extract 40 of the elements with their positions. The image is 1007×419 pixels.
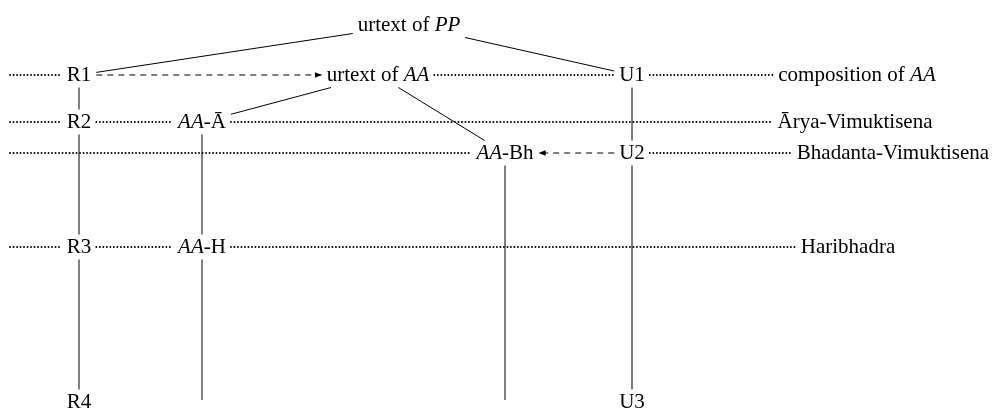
connector-line (78, 134, 80, 235)
node-text: R1 (64, 63, 94, 87)
node-text: Haribhadra (798, 235, 898, 259)
node-text: AA-Ā (176, 110, 228, 134)
dotted-line (230, 246, 797, 248)
dotted-line (9, 121, 63, 123)
connector-line (78, 87, 80, 110)
connector-line (201, 259, 203, 401)
dashed-arrow (538, 150, 615, 156)
dashed-arrow (95, 72, 323, 78)
connector-line (78, 259, 80, 390)
node-text: Ārya-Vimuktisena (775, 110, 935, 134)
dotted-line (648, 74, 775, 76)
connector-line (397, 87, 486, 141)
node-text: AA-Bh (474, 141, 536, 165)
node-text: U1 (617, 63, 647, 87)
node-text: U3 (617, 390, 647, 414)
node-text: urtext of PP (355, 13, 463, 37)
node-text: Bhadanta-Vimuktisena (794, 141, 992, 165)
dotted-line (95, 246, 174, 248)
node-text: R4 (64, 390, 94, 414)
connector-line (504, 165, 506, 401)
dotted-line (9, 74, 63, 76)
node-text: R3 (64, 235, 94, 259)
node-text: U2 (617, 141, 647, 165)
dotted-line (95, 121, 174, 123)
connector-line (230, 87, 332, 115)
dotted-line (9, 246, 63, 248)
connector-line (631, 165, 633, 390)
connector-line (631, 87, 633, 141)
connector-line (201, 134, 203, 235)
node-text: AA-H (176, 235, 228, 259)
node-text: composition of AA (776, 63, 938, 87)
connector-line (464, 37, 615, 72)
node-text: R2 (64, 110, 94, 134)
dotted-line (230, 121, 774, 123)
dotted-line (648, 152, 793, 154)
connector-line (95, 33, 354, 73)
dotted-line (433, 74, 616, 76)
node-text: urtext of AA (324, 63, 432, 87)
